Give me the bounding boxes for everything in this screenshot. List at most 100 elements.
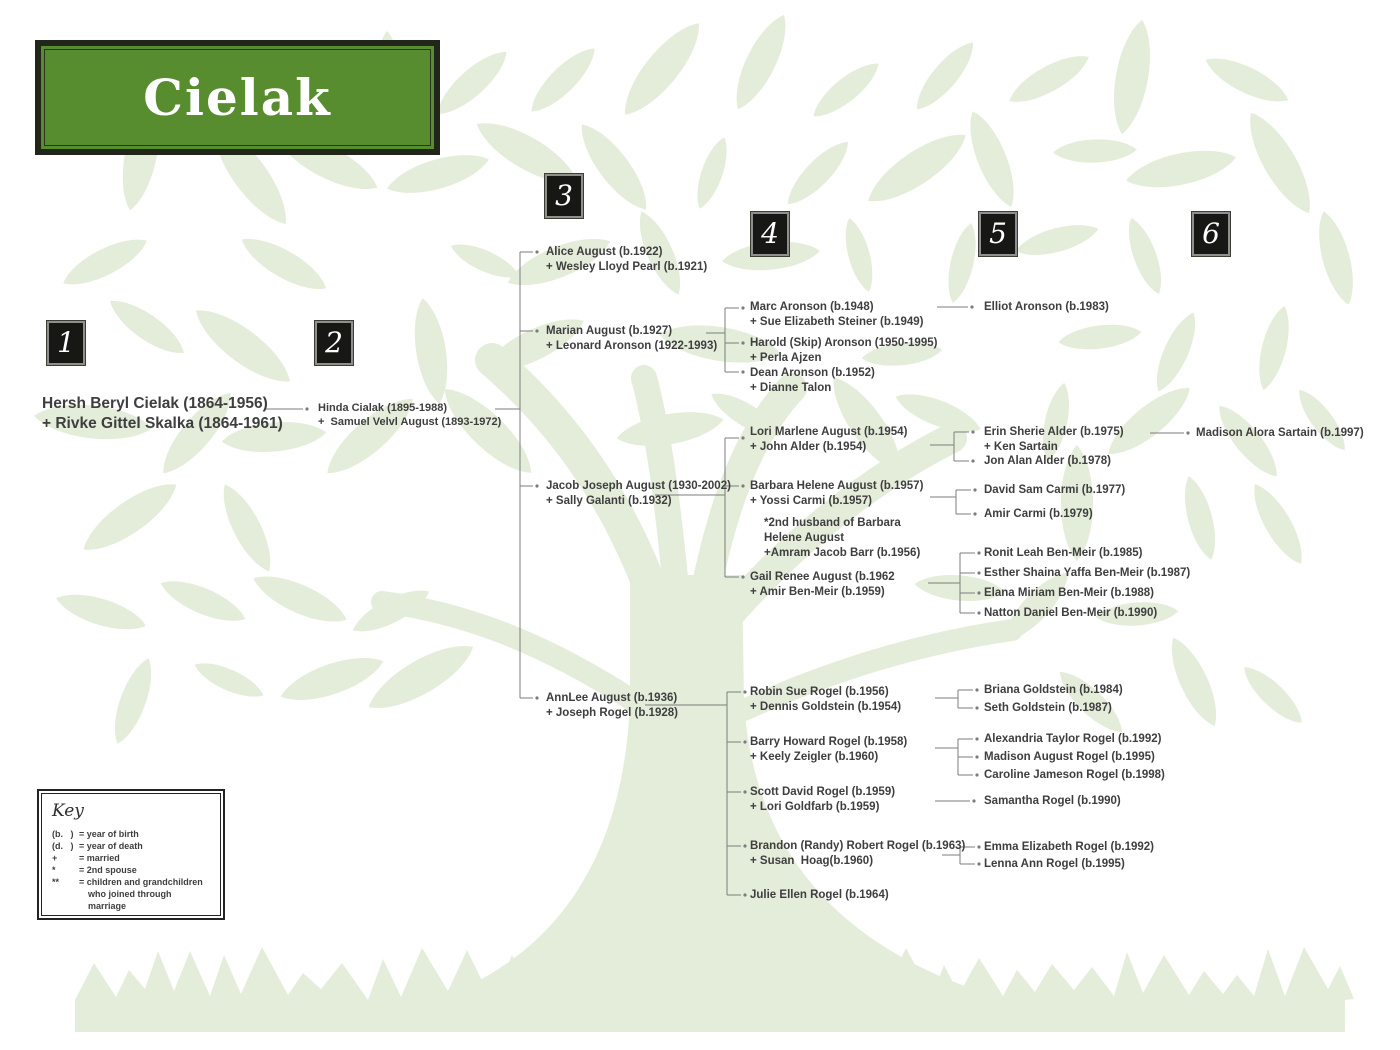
person-g5-briana: Briana Goldstein (b.1984): [984, 683, 1123, 698]
connector-dot: [741, 484, 745, 488]
connector-path-6: [930, 489, 971, 515]
person-g3-alice: Alice August (b.1922) + Wesley Lloyd Pear…: [546, 245, 707, 275]
person-line: Madison August Rogel (b.1995): [984, 751, 1155, 763]
connector-dot: [971, 430, 975, 434]
key-entry: who joined through marriage: [52, 888, 210, 912]
person-line: + Samuel Velvl August (1893-1972): [318, 416, 502, 428]
person-g4-marc: Marc Aronson (b.1948)+ Sue Elizabeth Ste…: [750, 300, 924, 330]
person-line: Seth Goldstein (b.1987): [984, 702, 1112, 714]
connector-dot: [977, 591, 981, 595]
person-line: Robin Sue Rogel (b.1956): [750, 686, 889, 698]
connector-dot: [973, 512, 977, 516]
person-line: Natton Daniel Ben-Meir (b.1990): [984, 607, 1158, 619]
person-line: +Amram Jacob Barr (b.1956): [764, 547, 921, 559]
connector-dot: [977, 845, 981, 849]
person-g5-elana: Elana Miriam Ben-Meir (b.1988): [984, 586, 1154, 601]
connector-path-5: [930, 431, 969, 462]
person-line: Julie Ellen Rogel (b.1964): [750, 889, 889, 901]
key-symbol: *: [52, 865, 56, 875]
key-symbol: [52, 888, 79, 912]
connector-dot: [743, 844, 747, 848]
family-name-title: Cielak: [143, 68, 332, 127]
connector-dot: [743, 740, 747, 744]
person-line: Alexandria Taylor Rogel (b.1992): [984, 733, 1162, 745]
key-title: Key: [52, 801, 84, 821]
key-meaning: = year of birth: [79, 829, 139, 839]
connector-dot: [535, 696, 539, 700]
key-entry: += married: [52, 852, 210, 864]
connector-dot: [975, 737, 979, 741]
person-g4-lori: Lori Marlene August (b.1954)+ John Alder…: [750, 425, 907, 455]
person-line: Samantha Rogel (b.1990): [984, 795, 1121, 807]
person-g4-harold: Harold (Skip) Aronson (1950-1995) + Perla…: [750, 336, 937, 366]
key-inner-border: Key (b. )= year of birth(d. )= year of d…: [41, 793, 221, 916]
person-line: + Lori Goldfarb (b.1959): [750, 801, 880, 813]
connector-dot: [975, 755, 979, 759]
person-line: David Sam Carmi (b.1977): [984, 484, 1126, 496]
generation-number: 4: [761, 217, 779, 250]
person-g5-emma: Emma Elizabeth Rogel (b.1992): [984, 840, 1154, 855]
connector-dot: [975, 773, 979, 777]
person-g1-hersh: Hersh Beryl Cielak (1864-1956)+ Rivke Gi…: [42, 394, 283, 434]
person-g5-david: David Sam Carmi (b.1977): [984, 483, 1125, 498]
generation-label-1: 1: [47, 321, 85, 365]
person-line: Barry Howard Rogel (b.1958): [750, 736, 908, 748]
person-line: Harold (Skip) Aronson (1950-1995): [750, 337, 938, 349]
person-g4-scott: Scott David Rogel (b.1959)+ Lori Goldfar…: [750, 785, 895, 815]
person-line: + Dennis Goldstein (b.1954): [750, 701, 902, 713]
key-entry: (b. )= year of birth: [52, 828, 210, 840]
connector-dot: [741, 575, 745, 579]
person-line: + Leonard Aronson (1922-1993): [546, 340, 718, 352]
person-line: + Susan Hoag(b.1960): [750, 855, 874, 867]
person-g5-seth: Seth Goldstein (b.1987): [984, 701, 1112, 716]
person-line: Lenna Ann Rogel (b.1995): [984, 858, 1125, 870]
person-line: Elana Miriam Ben-Meir (b.1988): [984, 587, 1154, 599]
key-meaning: = married: [79, 853, 120, 863]
family-name-banner: Cielak: [35, 40, 440, 155]
person-line: Madison Alora Sartain (b.1997): [1196, 427, 1364, 439]
key-box: Key (b. )= year of birth(d. )= year of d…: [37, 789, 225, 920]
connector-dot: [1186, 431, 1190, 435]
person-line: + Sally Galanti (b.1932): [546, 495, 672, 507]
person-g4-gail: Gail Renee August (b.1962+ Amir Ben-Meir…: [750, 570, 895, 600]
key-entry: **= children and grandchildren: [52, 876, 210, 888]
person-g5-lenna: Lenna Ann Rogel (b.1995): [984, 857, 1125, 872]
key-meaning: who joined through marriage: [88, 889, 172, 911]
person-line: + Perla Ajzen: [750, 352, 822, 364]
person-g5-alexandria: Alexandria Taylor Rogel (b.1992): [984, 732, 1161, 747]
person-g5-erin: Erin Sherie Alder (b.1975)+ Ken Sartain: [984, 425, 1124, 455]
person-line: Briana Goldstein (b.1984): [984, 684, 1123, 696]
connector-dot: [973, 488, 977, 492]
generation-label-5: 5: [979, 212, 1017, 256]
generation-number: 2: [325, 326, 343, 359]
person-line: Esther Shaina Yaffa Ben-Meir (b.1987): [984, 567, 1191, 579]
connector-dot: [741, 306, 745, 310]
connector-dot: [741, 370, 745, 374]
person-g3-marian: Marian August (b.1927)+ Leonard Aronson …: [546, 324, 717, 354]
connector-dot: [977, 571, 981, 575]
generation-number: 5: [989, 217, 1007, 250]
person-line: Dean Aronson (b.1952): [750, 367, 875, 379]
person-line: Erin Sherie Alder (b.1975): [984, 426, 1124, 438]
person-line: Elliot Aronson (b.1983): [984, 301, 1109, 313]
person-line: Jon Alan Alder (b.1978): [984, 455, 1111, 467]
person-line: + Joseph Rogel (b.1928): [546, 707, 678, 719]
person-line: + Wesley Lloyd Pearl (b.1921): [546, 261, 708, 273]
person-line: Ronit Leah Ben-Meir (b.1985): [984, 547, 1143, 559]
person-line: Alice August (b.1922): [546, 246, 663, 258]
connector-dot: [977, 862, 981, 866]
person-line: + Rivke Gittel Skalka (1864-1961): [42, 415, 283, 432]
generation-number: 6: [1202, 217, 1220, 250]
person-line: + John Alder (b.1954): [750, 441, 867, 453]
connector-dot: [975, 688, 979, 692]
connector-path-2: [706, 307, 739, 373]
key-meaning: = children and grandchildren: [79, 877, 203, 887]
person-g5-caroline: Caroline Jameson Rogel (b.1998): [984, 768, 1165, 783]
person-g5-ronit: Ronit Leah Ben-Meir (b.1985): [984, 546, 1142, 561]
generation-label-3: 3: [545, 174, 583, 218]
person-line: Amir Carmi (b.1979): [984, 508, 1093, 520]
connector-dot: [977, 611, 981, 615]
person-line: + Keely Zeigler (b.1960): [750, 751, 879, 763]
